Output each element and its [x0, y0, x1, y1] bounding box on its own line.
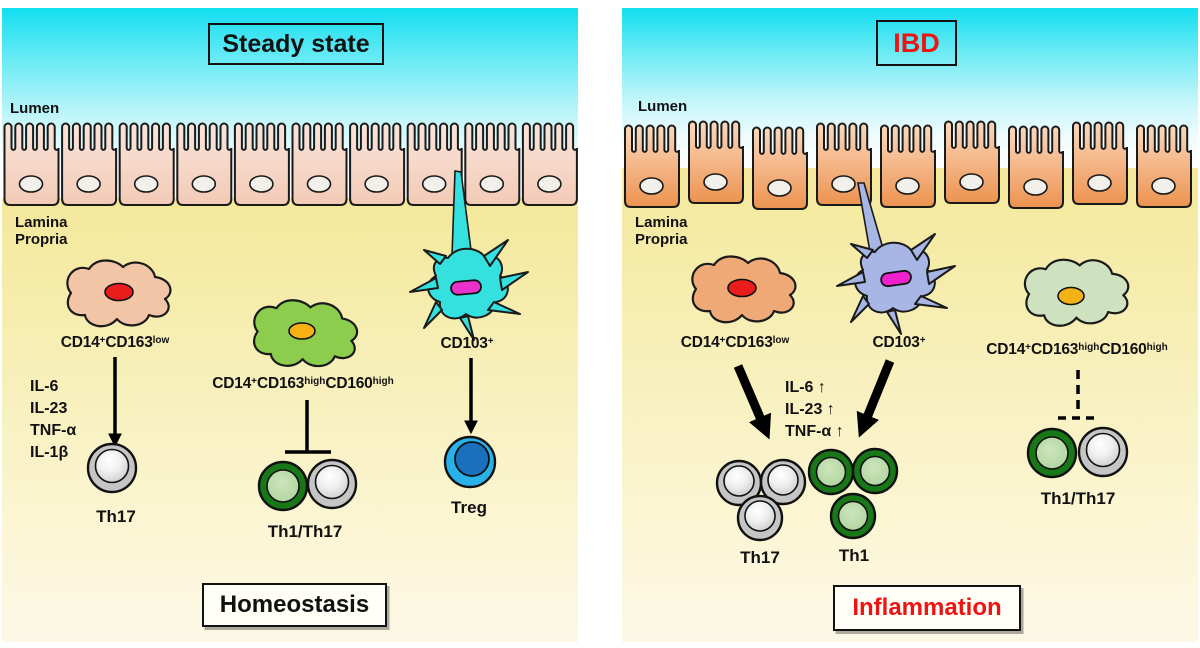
epithelial-cell: [944, 120, 1000, 204]
dendritic-cell-nucleus: [450, 279, 482, 296]
epithelial-cell: [752, 126, 808, 210]
treg-label: Treg: [451, 498, 487, 517]
dc-label: CD103+: [440, 335, 494, 352]
epithelial-cell: [521, 122, 578, 206]
footer-box: Inflammation: [833, 585, 1021, 631]
lumen-label: Lumen: [10, 100, 60, 117]
footer-box: Homeostasis: [202, 583, 387, 627]
panel-title: IBD: [893, 27, 940, 58]
cytokine-item: TNF-α ↑: [785, 423, 844, 440]
epithelial-cell: [3, 122, 60, 206]
epithelial-cell: [1136, 124, 1192, 208]
th17-label: Th17: [740, 548, 780, 567]
ibd-graphics: [624, 120, 1192, 542]
th1-th17-label: Th1/Th17: [1040, 489, 1116, 508]
mac1-label: CD14+CD163low: [60, 334, 170, 351]
dc-label: CD103+: [872, 334, 926, 351]
panel-ibd: IBD Lumen Lamina Propria CD14+CD163low C…: [622, 8, 1198, 642]
lumen-label: Lumen: [638, 98, 688, 115]
cytokine-item: IL-6: [30, 378, 59, 395]
th1-th17-cells: [1026, 426, 1129, 479]
th17-cell-cluster: [715, 458, 807, 542]
cytokine-item: TNF-α: [30, 422, 77, 439]
panel-title-box: Steady state: [208, 23, 384, 65]
dendritic-cell-nucleus: [880, 269, 912, 288]
footer-label: Inflammation: [852, 594, 1002, 621]
th17-label: Th17: [96, 507, 136, 526]
th17-cell: [86, 442, 138, 494]
lamina-propria-label: Lamina Propria: [15, 214, 68, 248]
macrophage-nucleus: [288, 322, 316, 340]
epithelium: [3, 122, 578, 206]
macrophage-nucleus: [1057, 286, 1085, 306]
lamina-propria-label: Lamina Propria: [635, 214, 688, 248]
epithelial-cell: [61, 122, 118, 206]
th1-label: Th1: [838, 546, 870, 565]
treg-cell: [443, 435, 497, 489]
epithelial-cell: [118, 122, 175, 206]
epithelial-cell: [1008, 125, 1064, 209]
panel-steady-state: Steady state Lumen Lamina Propria CD14+C…: [2, 8, 578, 642]
epithelial-cell: [176, 122, 233, 206]
footer-label: Homeostasis: [219, 591, 370, 618]
panel-title-box: IBD: [876, 20, 957, 66]
epithelial-cell: [1072, 121, 1128, 205]
epithelial-cell: [688, 120, 744, 204]
epithelial-cell: [464, 122, 521, 206]
epithelial-cell: [880, 124, 936, 208]
mac1-label: CD14+CD163low: [680, 334, 790, 351]
cytokine-item: IL-23 ↑: [785, 401, 835, 418]
cytokine-list: IL-6 IL-23 TNF-α IL-1β: [30, 376, 76, 464]
mac2-label: CD14+CD163highCD160high: [212, 375, 394, 392]
mac2-label: CD14+CD163highCD160high: [986, 341, 1168, 358]
cytokine-item: IL-23: [30, 400, 68, 417]
cytokine-item: IL-1β: [30, 444, 69, 461]
epithelial-cell: [291, 122, 348, 206]
epithelial-cell: [624, 124, 680, 208]
epithelial-cell: [349, 122, 406, 206]
epithelial-cell: [233, 122, 290, 206]
thick-arrow-dc-to-tcells: [856, 359, 895, 438]
cytokine-list: IL-6 ↑ IL-23 ↑ TNF-α ↑: [785, 377, 844, 443]
macrophage-nucleus: [104, 282, 134, 302]
panel-title: Steady state: [222, 29, 370, 58]
inhibition-tbar: [285, 400, 331, 454]
epithelium-disrupted: [624, 120, 1192, 210]
th1-th17-label: Th1/Th17: [267, 522, 343, 541]
th1-th17-cells: [257, 458, 358, 512]
macrophage-nucleus: [727, 278, 757, 298]
cytokine-item: IL-6 ↑: [785, 379, 826, 396]
thick-arrow-mac-to-tcells: [733, 364, 772, 440]
lamina-propria-background: [622, 168, 1198, 642]
th1-cell-cluster: [807, 447, 899, 540]
steady-state-graphics: [3, 122, 578, 512]
